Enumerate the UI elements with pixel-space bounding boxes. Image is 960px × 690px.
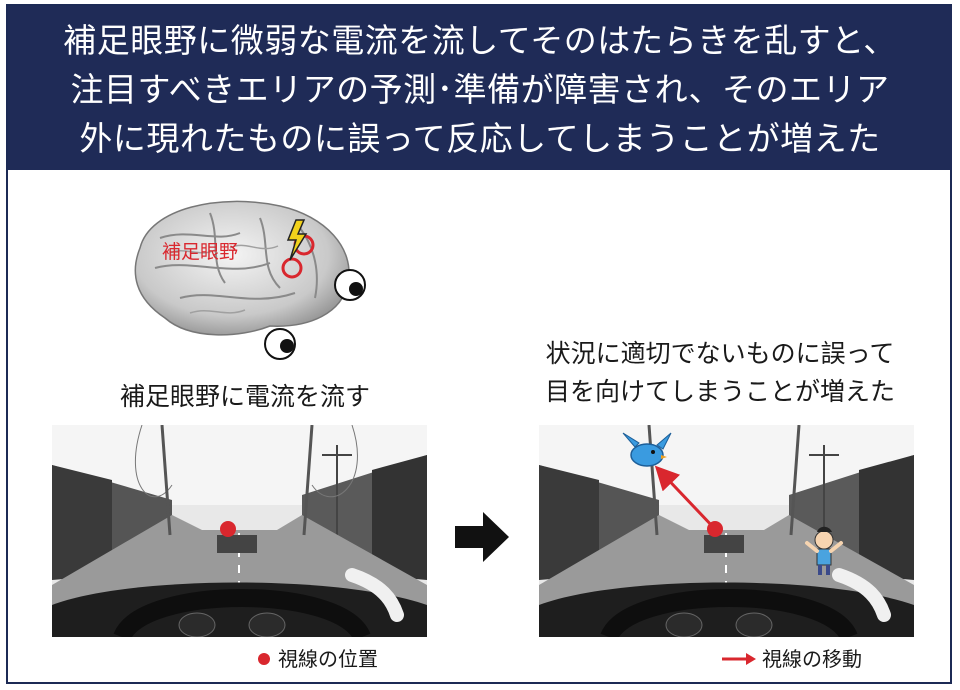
right-caption-line-2: 目を向けてしまうことが増えた [544,377,895,406]
figure-frame [6,4,952,684]
red-arrow-icon [722,653,756,665]
lightning-icon [286,219,308,261]
eye-icon [264,328,296,360]
red-dot-icon [258,653,270,665]
left-caption: 補足眼野に電流を流す [119,382,370,411]
driving-scene-gaze-position [52,425,427,637]
legend-gaze-movement: 視線の移動 [722,646,862,672]
brain-region-label: 補足眼野 [162,241,238,263]
legend-gaze-position: 視線の位置 [258,646,378,672]
bird-icon [622,432,672,467]
right-caption: 状況に適切でないものに誤って 目を向けてしまうことが増えた [490,335,950,411]
legend-gaze-movement-label: 視線の移動 [762,647,862,671]
right-caption-line-1: 状況に適切でないものに誤って [545,339,895,368]
eye-icon [334,269,366,301]
region-marker-lower [281,257,303,279]
gaze-movement-arrow [654,465,717,531]
header-line-1: 補足眼野に微弱な電流を流してそのはたらきを乱すと、 [63,21,897,60]
right-arrow-icon [455,512,509,562]
header-line-2: 注目すべきエリアの予測･準備が障害され、そのエリア [70,70,890,109]
child-icon [805,526,843,575]
header-line-3: 外に現れたものに誤って反応してしまうことが増えた [79,119,881,158]
driving-scene-gaze-movement [539,425,914,637]
gaze-start-dot [707,521,723,537]
legend-gaze-position-label: 視線の位置 [278,647,378,671]
brain-illustration: 補足眼野 [134,200,366,360]
header-banner: 補足眼野に微弱な電流を流してそのはたらきを乱すと、 注目すべきエリアの予測･準備… [8,6,952,170]
gaze-position-dot [220,521,236,537]
